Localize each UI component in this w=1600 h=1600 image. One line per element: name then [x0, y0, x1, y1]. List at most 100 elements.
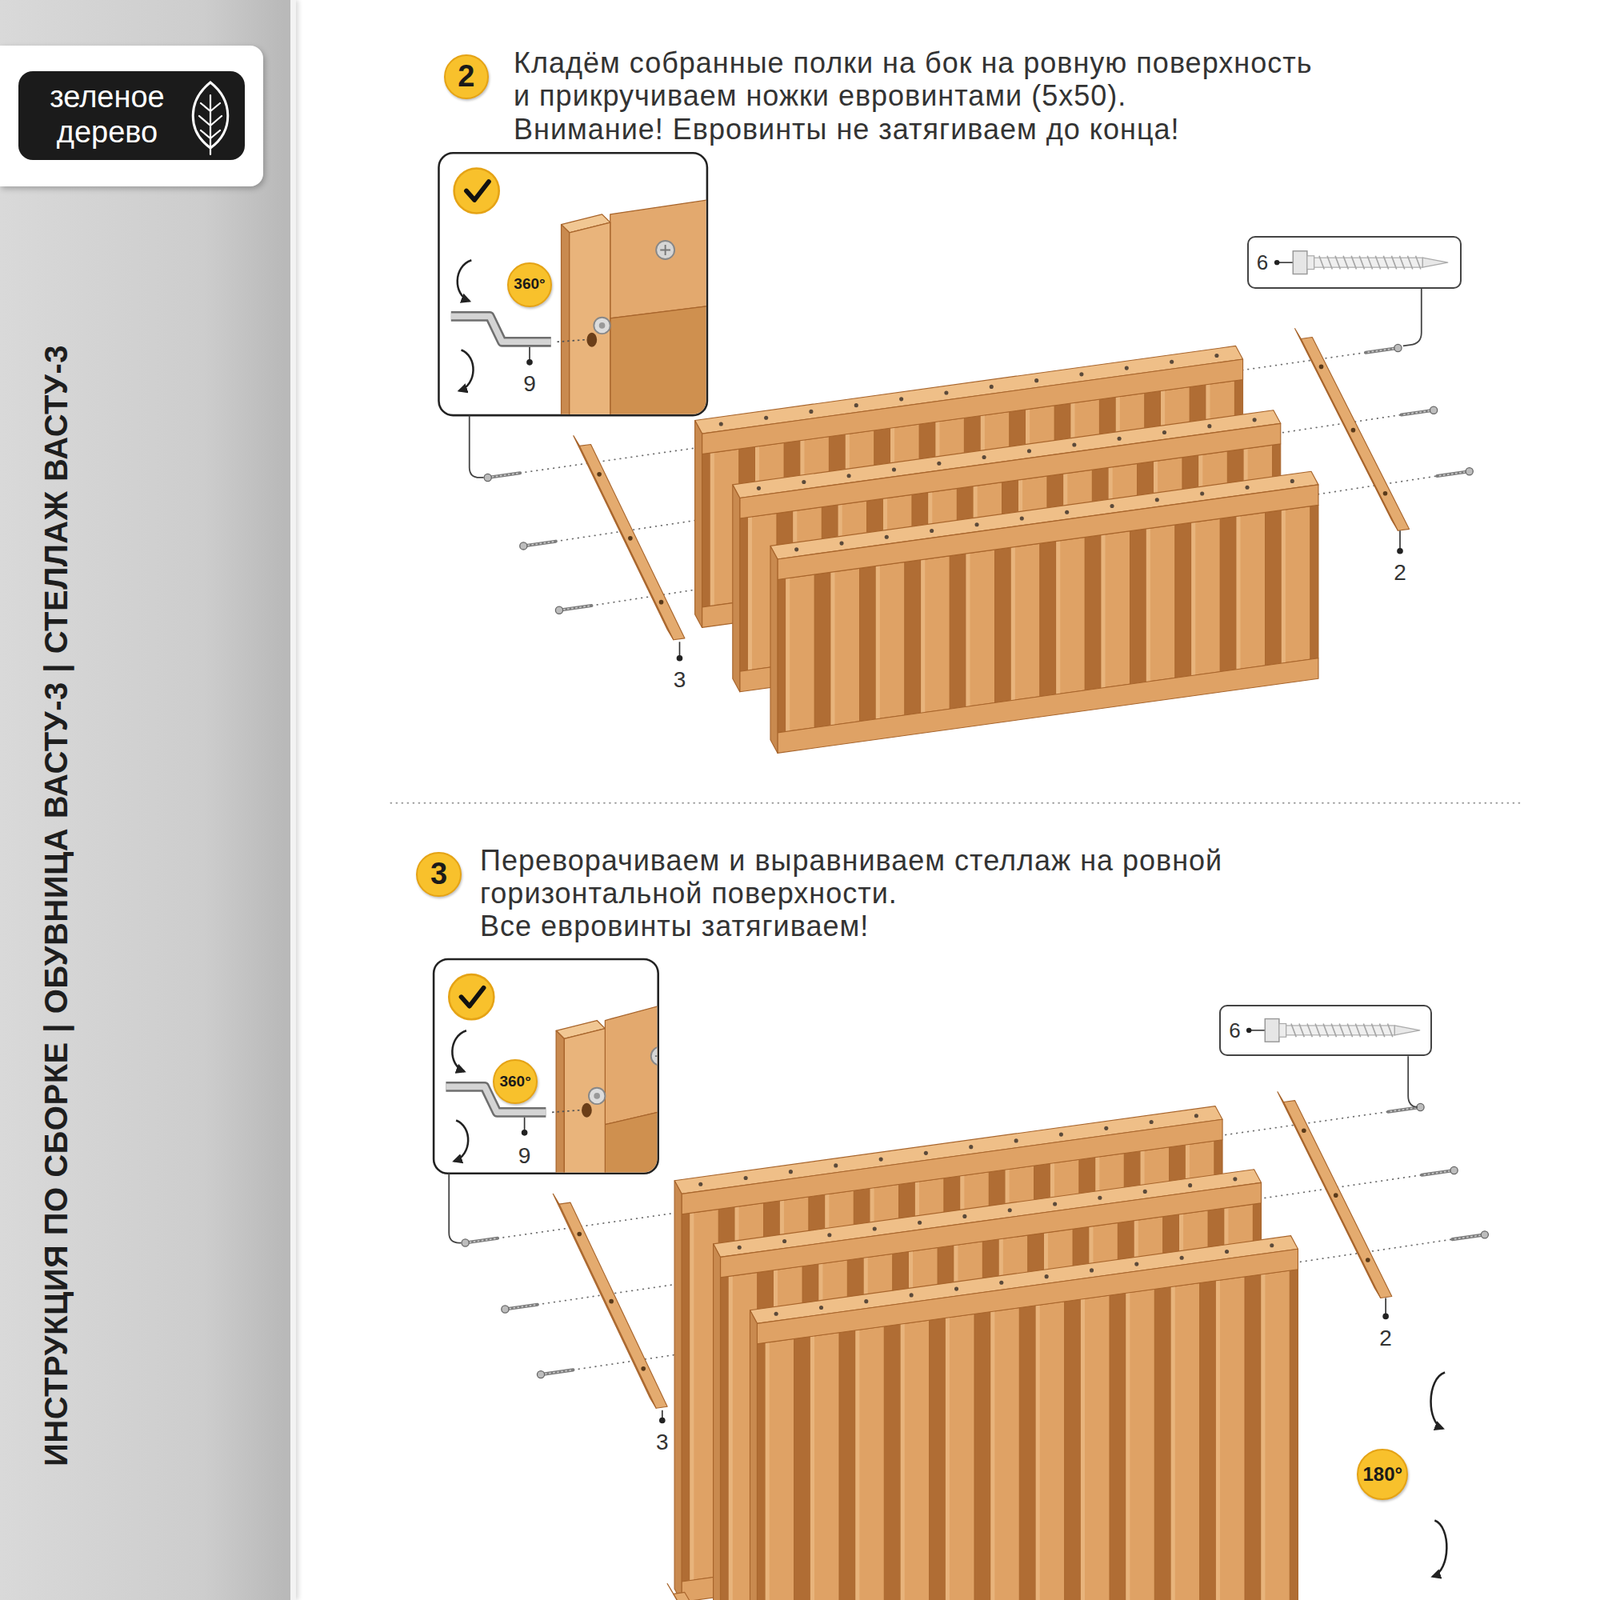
screw-dot	[1252, 417, 1257, 422]
callout-number: 9	[518, 1144, 532, 1169]
leg-hole	[1301, 1128, 1307, 1133]
rotation-badge: 360°	[492, 1059, 538, 1104]
rotation-arrow	[1432, 1520, 1448, 1577]
board-face	[604, 1006, 657, 1125]
slat	[1171, 1283, 1200, 1600]
screw-dot	[764, 416, 768, 420]
post-front	[564, 1028, 605, 1173]
screw-dot	[819, 1305, 824, 1310]
screw-dot	[917, 1220, 922, 1225]
screw-dot	[698, 1182, 703, 1187]
screw-thread	[1323, 1024, 1328, 1038]
screw-thread	[1356, 1024, 1361, 1038]
slat	[1260, 1270, 1290, 1600]
screw-dot	[788, 1169, 793, 1174]
callout-number: 2	[1393, 560, 1407, 586]
slat-highlight	[1191, 522, 1196, 676]
end-face	[695, 420, 703, 628]
screw-thread	[1391, 255, 1396, 269]
screw-dot	[982, 455, 987, 460]
leg-front	[673, 1592, 785, 1600]
screw-head	[555, 606, 563, 614]
slat	[900, 1320, 930, 1600]
screw-dot	[999, 1280, 1004, 1285]
rotation-arrow	[457, 260, 472, 301]
screw-thread	[1315, 1024, 1320, 1038]
screw-thread	[1380, 1024, 1385, 1038]
screw-dot	[989, 384, 994, 389]
screw-dot	[833, 1163, 838, 1168]
slat-highlight	[689, 1212, 694, 1581]
screw-thread	[1343, 255, 1348, 269]
board-shadow	[604, 1112, 657, 1172]
leg-hole	[1319, 364, 1324, 370]
leg-hole	[608, 1299, 614, 1304]
screw-dot	[1027, 448, 1032, 453]
screw-shaft	[465, 1238, 498, 1244]
screw-head	[484, 473, 492, 481]
screw-cross	[655, 1051, 658, 1062]
screw-dot	[929, 528, 934, 533]
screw-head	[1265, 1019, 1280, 1043]
screw-dot	[1097, 1196, 1102, 1200]
slat-highlight	[1036, 1304, 1040, 1600]
callout-dot	[521, 1129, 528, 1136]
screw-shaft	[1388, 1107, 1420, 1112]
slat-highlight	[1171, 1286, 1176, 1600]
slat	[1146, 524, 1176, 682]
screw-dot	[872, 1226, 877, 1231]
rail-front	[777, 484, 1319, 580]
callout-dot	[1382, 1313, 1389, 1320]
slat-highlight	[1236, 516, 1240, 670]
rotation-arrow	[459, 350, 474, 392]
logo-card: зеленое дерево	[0, 45, 264, 187]
screw-head	[1465, 468, 1473, 476]
leader-line	[448, 1173, 461, 1244]
screw-head	[536, 1371, 544, 1379]
slat-highlight	[785, 577, 790, 732]
screw-dot	[1079, 372, 1084, 376]
screw-dot	[1207, 424, 1212, 428]
screw-thread	[1383, 255, 1388, 269]
instruction-text: Кладём собранные полки на бок на ровную …	[513, 46, 1318, 112]
screw-dot	[1134, 1262, 1139, 1267]
guide-line	[552, 1110, 580, 1113]
screw-shaft	[540, 1369, 573, 1375]
step-number: 2	[444, 54, 489, 100]
screw-dot	[1232, 1176, 1237, 1181]
screw-neck	[1307, 255, 1315, 269]
check-badge	[454, 168, 500, 213]
screw-dot	[1180, 1256, 1184, 1260]
screw-dot	[1188, 1183, 1192, 1188]
screw-thread	[1388, 1024, 1393, 1038]
screw-head	[1416, 1103, 1424, 1111]
brand-name: зеленое дерево	[31, 79, 184, 150]
callout-number: 6	[1256, 251, 1268, 275]
screw-thread	[1421, 1170, 1454, 1176]
screw-dot	[719, 421, 724, 426]
screw-dot	[1143, 1189, 1148, 1194]
screw-picture	[1248, 237, 1460, 288]
screw-thread	[1372, 1024, 1377, 1038]
fastener-box: 6	[1219, 1004, 1432, 1056]
screw-thread	[488, 472, 520, 478]
screw-head	[461, 1239, 469, 1247]
angle-text: 360°	[499, 1073, 531, 1091]
screw-dot	[974, 522, 979, 527]
warning-text: Внимание! Евровинты не затягиваем до кон…	[513, 112, 1180, 146]
rotation-badge: 360°	[507, 262, 552, 308]
slat	[990, 1308, 1020, 1600]
screw-dot	[1104, 1126, 1108, 1131]
leg-front	[579, 444, 684, 640]
slat-highlight	[1080, 1298, 1085, 1600]
slat	[1125, 1288, 1155, 1600]
slat	[876, 562, 905, 720]
screw-thread	[1367, 255, 1372, 269]
slat	[945, 1313, 975, 1600]
slat	[1011, 543, 1040, 700]
fastener-box: 6	[1247, 236, 1462, 289]
slat-highlight	[728, 1276, 733, 1600]
screw-shaft	[523, 541, 556, 547]
slat-highlight	[965, 552, 970, 707]
leg-hole	[576, 1232, 582, 1237]
